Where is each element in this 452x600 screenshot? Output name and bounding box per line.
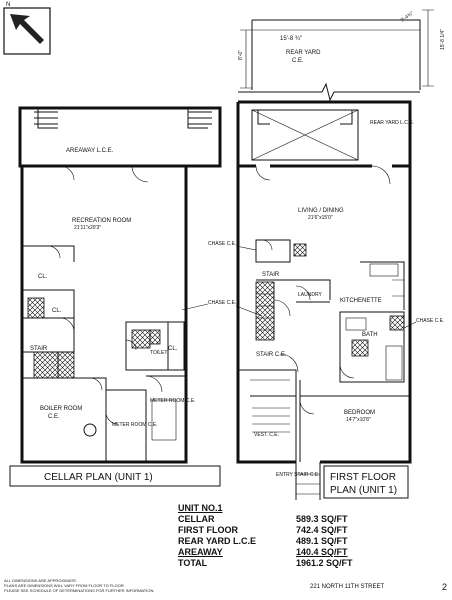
first-floor-left-dim: 8'-0" <box>238 50 244 60</box>
first-floor-stair-label: STAIR <box>262 272 280 278</box>
summary-value: 742.4 SQ/FT <box>296 525 348 535</box>
first-floor-title-line2: PLAN (UNIT 1) <box>330 485 397 496</box>
summary-row: FIRST FLOOR 742.4 SQ/FT <box>178 525 388 536</box>
areaway-label: AREAWAY L.C.E. <box>66 148 114 154</box>
summary-value: 1961.2 SQ/FT <box>296 558 353 568</box>
living-dining-dims: 21'6"x15'0" <box>308 215 333 221</box>
recreation-room-label: RECREATION ROOM <box>72 218 131 224</box>
summary-row: REAR YARD L.C.E 489.1 SQ/FT <box>178 536 388 547</box>
first-floor-right-dim: 15'-8 1/4" <box>440 29 446 50</box>
living-dining-label: LIVING / DINING <box>298 208 344 214</box>
north-label: N <box>6 2 10 8</box>
laundry-label: LAUNDRY <box>298 292 322 298</box>
chase-label-2: CHASE C.E. <box>208 300 236 306</box>
cellar-closet-2: CL. <box>52 308 62 314</box>
chase-label-1: CHASE C.E. <box>208 241 236 247</box>
area-summary-table: UNIT NO.1 CELLAR 589.3 SQ/FT FIRST FLOOR… <box>178 503 388 569</box>
bath-label: BATH <box>362 332 378 338</box>
boiler-room-label: BOILER ROOM <box>40 406 82 412</box>
bedroom-dims: 14'7"x10'8" <box>346 417 371 423</box>
summary-label: AREAWAY <box>178 547 223 557</box>
summary-label: FIRST FLOOR <box>178 525 238 535</box>
north-arrow-icon <box>3 7 51 55</box>
stair-ce-label: STAIR C.E. <box>256 352 287 358</box>
first-floor-title-line1: FIRST FLOOR <box>330 472 396 483</box>
cellar-stair-label: STAIR <box>30 346 48 352</box>
summary-value: 489.1 SQ/FT <box>296 536 348 546</box>
note-line: PLANS ARE DIMENSIONS WILL VARY FROM FLOO… <box>4 583 125 588</box>
first-floor-width-dim: 15'-8 ¾" <box>280 36 302 42</box>
cellar-plan <box>18 106 222 464</box>
page-number: 2 <box>442 582 448 592</box>
summary-label: TOTAL <box>178 558 208 568</box>
chase-label-3: CHASE C.E. <box>416 318 444 324</box>
summary-row: AREAWAY 140.4 SQ/FT <box>178 547 388 558</box>
rear-yard-top-label: REAR YARD <box>286 50 321 56</box>
first-floor-top-right-dim: 9'-4¾" <box>400 10 415 23</box>
rear-yard-lce-label: REAR YARD L.C.E. <box>370 120 414 126</box>
meter-room-label-1: METER ROOM C.E. <box>150 398 196 404</box>
kitchenette-label: KITCHENETTE <box>340 298 382 304</box>
summary-value: 589.3 SQ/FT <box>296 514 348 524</box>
cellar-plan-title: CELLAR PLAN (UNIT 1) <box>44 472 153 483</box>
recreation-room-dims: 21'11"x20'3" <box>74 225 101 231</box>
summary-value: 140.4 SQ/FT <box>296 547 348 557</box>
note-line: PLEASE SEE SCHEDULE OF DETERMINATIONS FO… <box>4 588 155 593</box>
summary-row: TOTAL 1961.2 SQ/FT <box>178 558 388 569</box>
first-floor-plan <box>235 9 434 500</box>
vestibule-label: VEST. C.E. <box>254 432 279 438</box>
cellar-toilet-label: TOILET <box>150 350 167 356</box>
street-address: 221 NORTH 11TH STREET <box>310 584 385 590</box>
rear-yard-top-ce: C.E. <box>292 58 304 64</box>
entry-stair-label: ENTRY STAIR C.E. <box>276 472 320 478</box>
meter-room-label-2: METER ROOM C.E. <box>112 422 158 428</box>
boiler-room-ce: C.E. <box>48 414 60 420</box>
summary-heading: UNIT NO.1 <box>178 503 223 513</box>
summary-label: CELLAR <box>178 514 215 524</box>
cellar-closet-1: CL. <box>38 274 48 280</box>
cellar-closet-3: CL. <box>168 346 178 352</box>
note-line: ALL DIMENSIONS ARE APPROXIMATE. <box>4 578 78 583</box>
summary-row: CELLAR 589.3 SQ/FT <box>178 514 388 525</box>
disclaimer-notes: ALL DIMENSIONS ARE APPROXIMATE. PLANS AR… <box>4 578 204 593</box>
bedroom-label: BEDROOM <box>344 410 375 416</box>
summary-label: REAR YARD L.C.E <box>178 536 257 546</box>
